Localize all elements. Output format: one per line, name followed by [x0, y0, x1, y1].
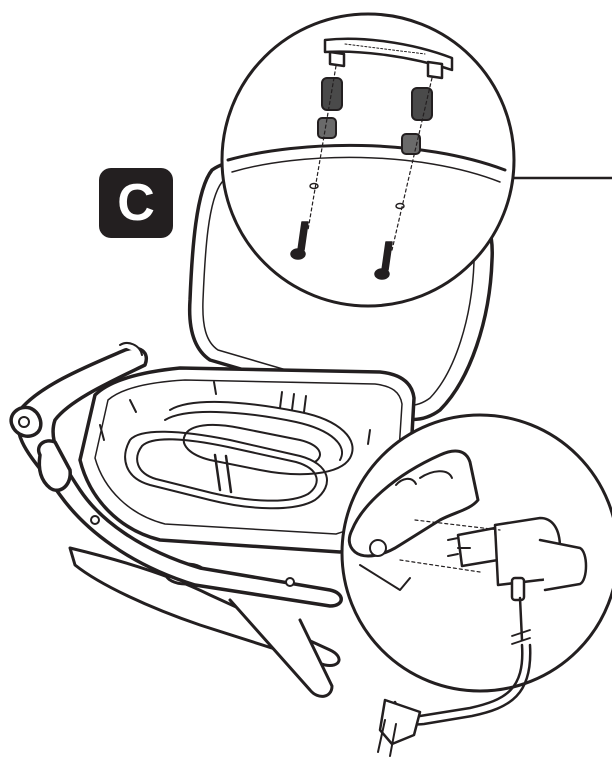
- heating-element: [124, 401, 354, 510]
- insertion-lines: [399, 519, 501, 573]
- lid-handle-bar: [323, 37, 454, 80]
- power-cord-connection-detail: [340, 413, 612, 726]
- control-knob-handle: [347, 449, 480, 591]
- handle-spacers: [317, 77, 433, 155]
- wall-plug: [377, 698, 422, 757]
- step-badge: C: [99, 168, 173, 238]
- step-label: C: [117, 174, 155, 232]
- lid-handle-assembly-detail: [220, 12, 612, 308]
- handle-screws: [290, 221, 393, 280]
- thermostat-plug: [447, 516, 588, 602]
- grill-frame: [9, 342, 343, 608]
- alignment-lines: [307, 65, 433, 251]
